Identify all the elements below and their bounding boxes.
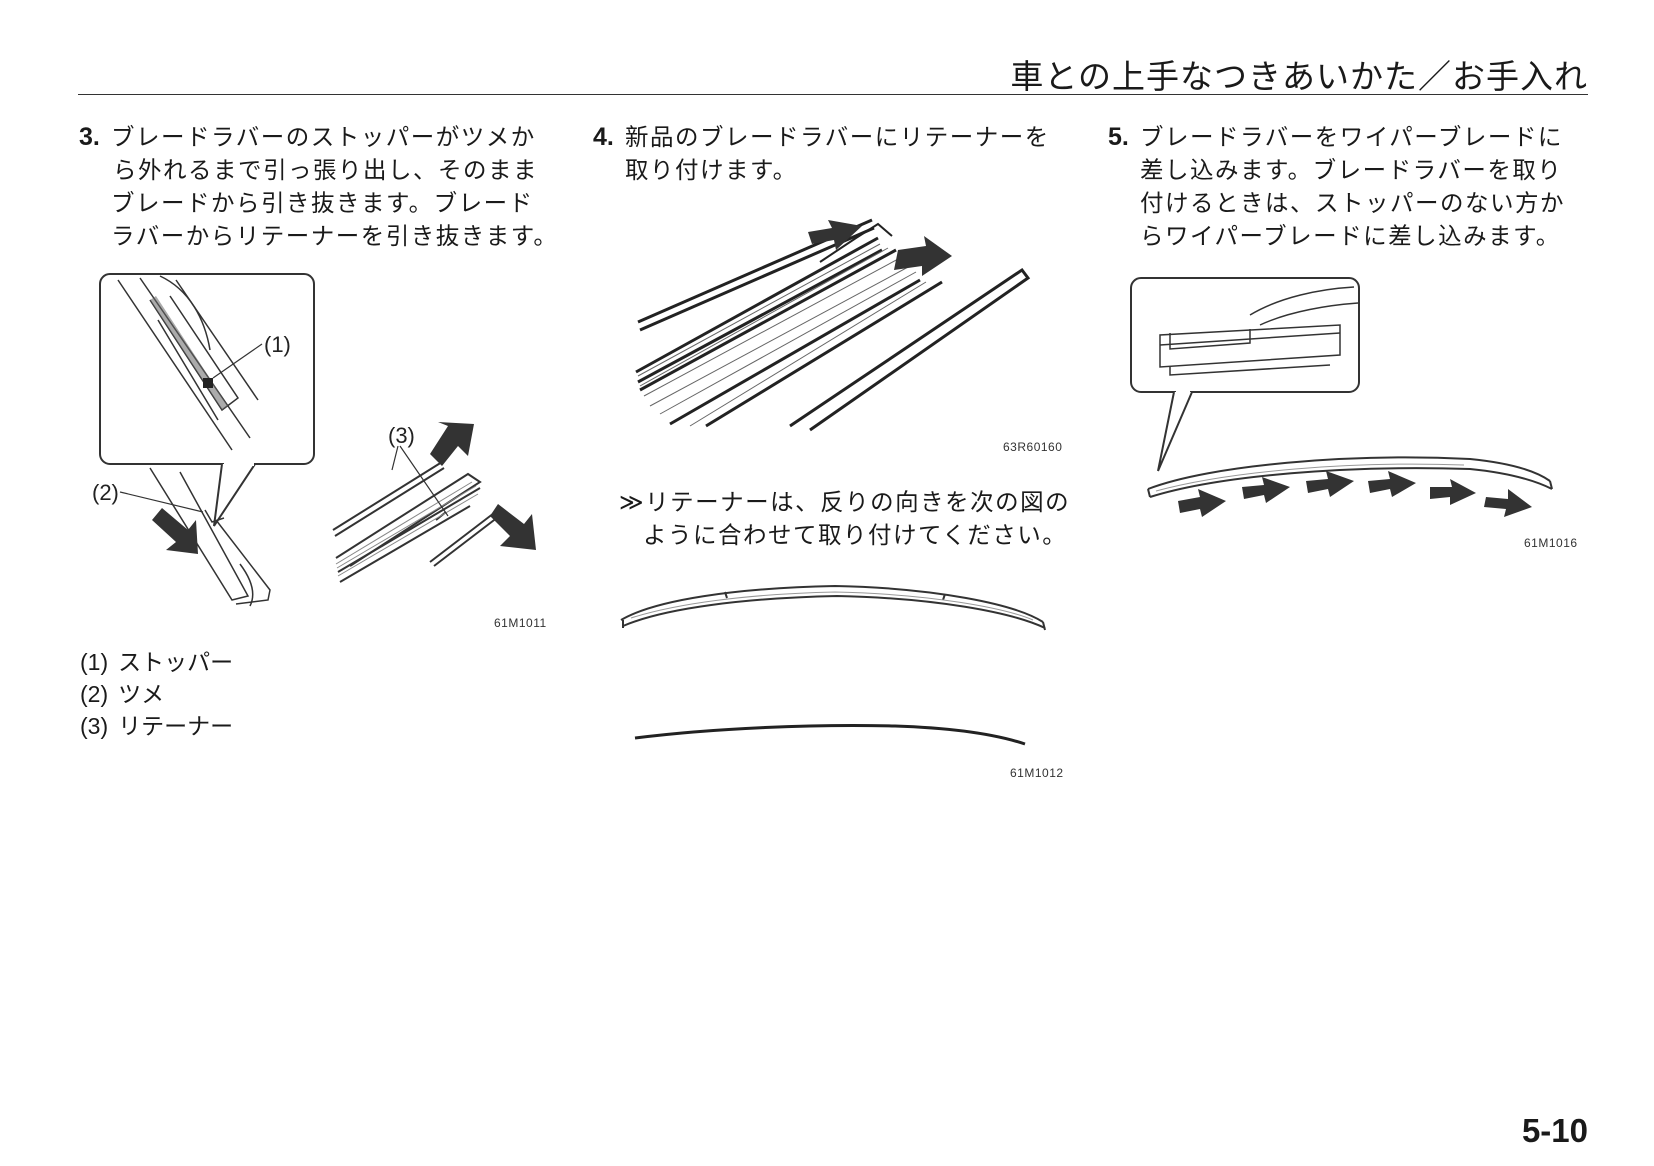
legend-item: (2)ツメ	[80, 681, 165, 708]
pull-arrow-icon	[152, 508, 198, 554]
retainer-curve-illustration	[620, 584, 1046, 746]
note-line: ように合わせて取り付けてください。	[643, 521, 1068, 549]
parts-legend: (1)ストッパー (2)ツメ (3)リテーナー	[80, 647, 233, 743]
blade-insert-illustration	[1130, 277, 1553, 517]
figure-code: 61M1011	[494, 616, 547, 630]
step-5-number: 5.	[1108, 123, 1129, 151]
step-4: 4. 新品のブレードラバーにリテーナーを 取り付けます。	[593, 121, 1050, 187]
note-line: ≫リテーナーは、反りの向きを次の図の	[619, 488, 1071, 516]
detail-inset-box	[1130, 277, 1360, 393]
legend-item: (3)リテーナー	[80, 713, 234, 740]
install-note: ≫リテーナーは、反りの向きを次の図の ように合わせて取り付けてください。	[619, 486, 1070, 552]
page-number: 5-10	[1521, 1112, 1588, 1149]
callout-1: (1)	[264, 332, 291, 357]
detail-inset-box	[99, 273, 315, 465]
push-arrow-icon	[490, 504, 536, 550]
retainer-install-illustration	[635, 218, 1031, 432]
legend-item: (1)ストッパー	[80, 649, 234, 676]
push-arrow-icon	[808, 220, 952, 276]
step-5-line: 差し込みます。ブレードラバーを取り	[1140, 156, 1563, 184]
callout-3: (3)	[388, 423, 415, 448]
step-3-line: ブレードから引き抜きます。ブレード	[111, 189, 534, 217]
step-5-line: らワイパーブレードに差し込みます。	[1140, 222, 1561, 250]
step-5-line: 付けるときは、ストッパーのない方か	[1140, 189, 1565, 217]
step-3-line: ラバーからリテーナーを引き抜きます。	[111, 222, 559, 250]
callout-2: (2)	[92, 480, 119, 505]
figure-code: 61M1012	[1010, 766, 1064, 780]
section-title: 車との上手なつきあいかた／お手入れ	[1010, 57, 1588, 96]
step-3-line: ブレードラバーのストッパーがツメか	[111, 123, 536, 151]
step-5-line: ブレードラバーをワイパーブレードに	[1140, 123, 1563, 151]
header-divider	[78, 94, 1588, 95]
blade-removal-illustration: (1) (2) (3)	[92, 273, 536, 607]
step-3-number: 3.	[79, 123, 100, 151]
step-5: 5. ブレードラバーをワイパーブレードに 差し込みます。ブレードラバーを取り 付…	[1108, 121, 1565, 253]
figure-code: 61M1016	[1524, 536, 1578, 550]
pull-arrow-icon	[430, 422, 474, 466]
step-3: 3. ブレードラバーのストッパーがツメか ら外れるまで引っ張り出し、そのまま ブ…	[79, 121, 559, 253]
step-3-line: ら外れるまで引っ張り出し、そのまま	[113, 156, 538, 184]
figure-code: 63R60160	[1003, 440, 1063, 454]
step-4-line: 新品のブレードラバーにリテーナーを	[625, 123, 1050, 151]
step-4-number: 4.	[593, 123, 614, 151]
step-4-line: 取り付けます。	[625, 156, 798, 184]
insert-direction-arrow-icon	[1178, 471, 1532, 517]
